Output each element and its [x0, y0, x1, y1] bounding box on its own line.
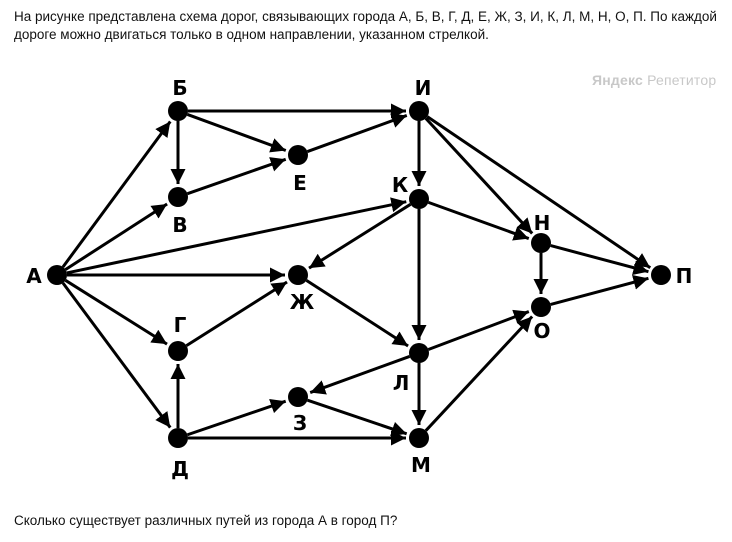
node-label-E: Е	[293, 171, 307, 195]
edge-E-I	[306, 113, 408, 153]
edge-A-K	[66, 197, 407, 275]
yandex-repetitor-watermark: Яндекс Репетитор	[592, 72, 716, 88]
watermark-product: Репетитор	[647, 72, 717, 88]
node-G	[168, 341, 188, 361]
edge-L-Z	[309, 355, 411, 395]
node-M	[409, 428, 429, 448]
node-O	[531, 297, 551, 317]
edge-A-D	[61, 282, 172, 429]
node-label-O: О	[533, 319, 550, 343]
node-label-Zh: Ж	[290, 290, 315, 314]
node-label-K: К	[392, 173, 409, 197]
node-label-B: Б	[172, 76, 187, 100]
node-N	[531, 233, 551, 253]
edge-Z-M	[306, 398, 408, 437]
node-V	[168, 187, 188, 207]
nodes-layer	[47, 101, 671, 448]
node-label-M: М	[411, 453, 431, 477]
edge-I-P	[426, 115, 652, 269]
edge-N-P	[550, 244, 649, 276]
node-Zh	[288, 265, 308, 285]
edge-I-N	[424, 117, 534, 235]
node-K	[409, 189, 429, 209]
node-label-G: Г	[174, 313, 187, 337]
edge-K-Zh	[308, 203, 412, 270]
node-label-D: Д	[171, 457, 189, 481]
node-label-Z: З	[293, 411, 307, 435]
node-D	[168, 428, 188, 448]
watermark-brand: Яндекс	[592, 72, 643, 88]
edge-G-Zh	[185, 280, 288, 347]
problem-question-text: Сколько существует различных путей из го…	[14, 513, 398, 528]
edges-layer	[61, 103, 652, 446]
node-label-A: А	[26, 264, 42, 288]
edge-A-G	[64, 279, 168, 346]
node-A	[47, 265, 67, 285]
node-label-P: П	[676, 264, 693, 288]
node-label-I: И	[415, 76, 432, 100]
edge-A-V	[64, 202, 168, 271]
edge-K-N	[427, 200, 530, 241]
edge-D-Z	[186, 398, 287, 437]
labels-layer: А Б В Г Д Е Ж З И К Л М Н О П	[26, 76, 692, 481]
edge-A-B	[61, 120, 172, 268]
edge-O-P	[550, 274, 649, 306]
node-label-L: Л	[393, 371, 410, 395]
problem-intro-text: На рисунке представлена схема дорог, свя…	[14, 9, 717, 42]
edge-Zh-L	[305, 279, 409, 348]
edge-L-O	[427, 309, 530, 351]
node-I	[409, 101, 429, 121]
edge-M-O	[424, 315, 534, 432]
node-L	[409, 343, 429, 363]
node-label-N: Н	[534, 211, 551, 235]
node-B	[168, 101, 188, 121]
node-P	[651, 265, 671, 285]
edge-B-E	[186, 113, 287, 153]
edge-V-E	[186, 157, 287, 196]
node-label-V: В	[172, 213, 187, 237]
node-Z	[288, 387, 308, 407]
node-E	[288, 145, 308, 165]
